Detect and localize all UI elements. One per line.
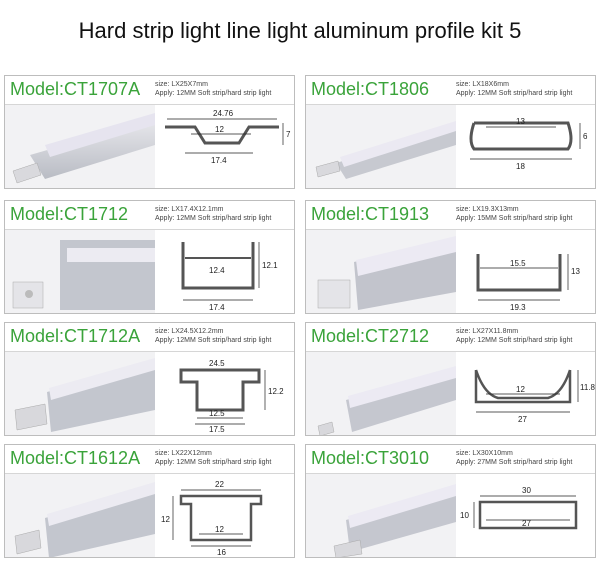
dim-label: 10 [460, 511, 469, 520]
profile-photo [306, 105, 456, 188]
product-card-ct1712a: Model:CT1712A size: LX24.5X12.2mm Apply:… [4, 322, 295, 436]
dim-label: 13 [516, 117, 525, 126]
dim-label: 12.2 [268, 387, 284, 396]
profile-photo [306, 352, 456, 435]
profile-photo [5, 105, 155, 188]
dim-label: 27 [518, 415, 527, 424]
profile-diagram: 13 18 6 [469, 117, 588, 171]
model-name: Model:CT2712 [311, 326, 430, 346]
profile-diagram: 12.4 17.4 12.1 [181, 242, 278, 312]
profile-diagram: 24.5 12.5 17.5 12.2 [179, 359, 284, 434]
specs: size: LX17.4X12.1mm Apply: 12MM Soft str… [155, 205, 271, 223]
product-card-ct1913: Model:CT1913 size: LX19.3X13mm Apply: 15… [305, 200, 596, 314]
model-name: Model:CT1707A [10, 79, 141, 99]
apply-text: Apply: 12MM Soft strip/hard strip light [155, 90, 272, 97]
model-name: Model:CT1913 [311, 204, 430, 224]
specs: size: LX25X7mm Apply: 12MM Soft strip/ha… [155, 80, 271, 98]
dim-label: 7 [286, 130, 291, 139]
product-card-ct1612a: Model:CT1612A size: LX22X12mm Apply: 12M… [4, 444, 295, 558]
specs: size: LX30X10mm Apply: 27MM Soft strip/h… [456, 449, 572, 467]
profile-diagram: 24.76 12 17.4 7 [165, 109, 291, 165]
profile-photo [5, 352, 155, 435]
dim-label: 12 [215, 525, 224, 534]
product-card-ct3010: Model:CT3010 size: LX30X10mm Apply: 27MM… [305, 444, 596, 558]
specs: size: LX27X11.8mm Apply: 12MM Soft strip… [456, 327, 572, 345]
dim-label: 6 [583, 132, 588, 141]
size-text: size: LX18X6mm [456, 81, 509, 88]
size-text: size: LX25X7mm [155, 81, 208, 88]
dim-label: 18 [516, 162, 525, 171]
card-header: Model:CT1707A size: LX25X7mm Apply: 12MM… [5, 76, 294, 105]
card-header: Model:CT1712 size: LX17.4X12.1mm Apply: … [5, 201, 294, 230]
profile-photo [306, 230, 456, 313]
page-title: Hard strip light line light aluminum pro… [78, 18, 522, 43]
profile-photo [5, 474, 155, 557]
card-header: Model:CT3010 size: LX30X10mm Apply: 27MM… [306, 445, 595, 474]
dim-label: 12.4 [209, 266, 225, 275]
dim-label: 12.5 [209, 409, 225, 418]
model-name: Model:CT1806 [311, 79, 430, 99]
dim-label: 12 [516, 385, 525, 394]
card-header: Model:CT1612A size: LX22X12mm Apply: 12M… [5, 445, 294, 474]
size-text: size: LX19.3X13mm [456, 206, 519, 213]
dim-label: 12.1 [262, 261, 278, 270]
dim-label: 27 [522, 519, 531, 528]
dim-label: 17.4 [209, 303, 225, 312]
specs: size: LX24.5X12.2mm Apply: 12MM Soft str… [155, 327, 271, 345]
product-card-ct1712: Model:CT1712 size: LX17.4X12.1mm Apply: … [4, 200, 295, 314]
dim-label: 22 [215, 480, 224, 489]
profile-diagram: 22 12 16 12 [161, 480, 263, 557]
size-text: size: LX22X12mm [155, 450, 212, 457]
dim-label: 13 [571, 267, 580, 276]
dim-label: 30 [522, 486, 531, 495]
dim-label: 24.5 [209, 359, 225, 368]
card-header: Model:CT1913 size: LX19.3X13mm Apply: 15… [306, 201, 595, 230]
size-text: size: LX27X11.8mm [456, 328, 519, 335]
dim-label: 17.5 [209, 425, 225, 434]
apply-text: Apply: 12MM Soft strip/hard strip light [155, 215, 272, 222]
size-text: size: LX30X10mm [456, 450, 513, 457]
dim-label: 17.4 [211, 156, 227, 165]
card-header: Model:CT1712A size: LX24.5X12.2mm Apply:… [5, 323, 294, 352]
apply-text: Apply: 12MM Soft strip/hard strip light [155, 337, 272, 344]
profile-photo [5, 230, 155, 313]
size-text: size: LX24.5X12.2mm [155, 328, 224, 335]
apply-text: Apply: 12MM Soft strip/hard strip light [456, 337, 573, 344]
model-name: Model:CT1712A [10, 326, 141, 346]
dim-label: 15.5 [510, 259, 526, 268]
apply-text: Apply: 12MM Soft strip/hard strip light [456, 90, 573, 97]
dim-label: 24.76 [213, 109, 234, 118]
apply-text: Apply: 12MM Soft strip/hard strip light [155, 459, 272, 466]
product-card-ct1707a: Model:CT1707A size: LX25X7mm Apply: 12MM… [4, 75, 295, 189]
product-card-ct1806: Model:CT1806 size: LX18X6mm Apply: 12MM … [305, 75, 596, 189]
card-header: Model:CT2712 size: LX27X11.8mm Apply: 12… [306, 323, 595, 352]
apply-text: Apply: 27MM Soft strip/hard strip light [456, 459, 573, 466]
size-text: size: LX17.4X12.1mm [155, 206, 224, 213]
specs: size: LX18X6mm Apply: 12MM Soft strip/ha… [456, 80, 572, 98]
dim-label: 12 [161, 515, 170, 524]
dim-label: 19.3 [510, 303, 526, 312]
card-header: Model:CT1806 size: LX18X6mm Apply: 12MM … [306, 76, 595, 105]
product-card-ct2712: Model:CT2712 size: LX27X11.8mm Apply: 12… [305, 322, 596, 436]
dim-label: 11.8 [580, 383, 596, 392]
profile-diagram: 12 27 11.8 [474, 369, 596, 424]
specs: size: LX22X12mm Apply: 12MM Soft strip/h… [155, 449, 271, 467]
profile-diagram: 30 27 10 [460, 486, 578, 530]
profile-diagram: 15.5 19.3 13 [476, 254, 580, 312]
specs: size: LX19.3X13mm Apply: 15MM Soft strip… [456, 205, 572, 223]
model-name: Model:CT3010 [311, 448, 430, 468]
model-name: Model:CT1712 [10, 204, 129, 224]
apply-text: Apply: 15MM Soft strip/hard strip light [456, 215, 573, 222]
dim-label: 16 [217, 548, 226, 557]
model-name: Model:CT1612A [10, 448, 141, 468]
profile-photo [306, 474, 456, 557]
dim-label: 12 [215, 125, 224, 134]
